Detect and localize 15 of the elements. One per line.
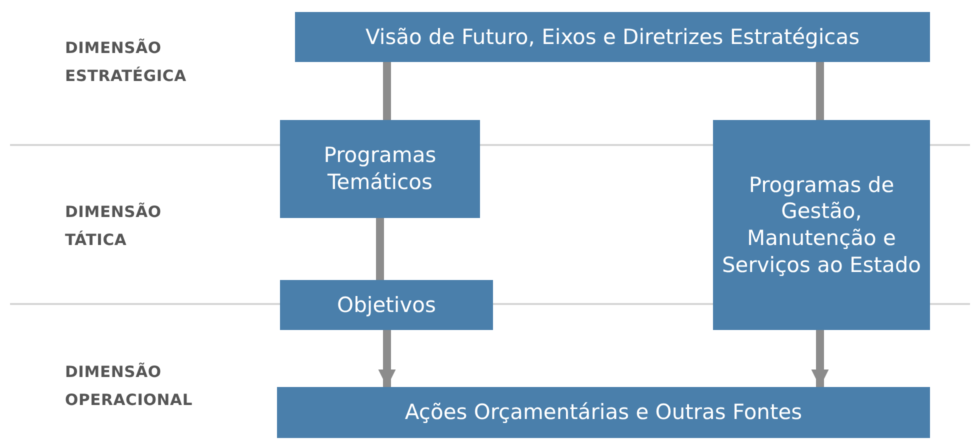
- process-box: [713, 120, 930, 330]
- box-text: Programas Temáticos: [322, 142, 438, 196]
- process-box: [280, 120, 480, 218]
- box-text: Objetivos: [337, 292, 436, 318]
- process-box: [295, 12, 930, 62]
- box-text: Visão de Futuro, Eixos e Diretrizes Estratégicas: [365, 24, 860, 50]
- arrow: [378, 330, 396, 387]
- process-box: [277, 387, 930, 438]
- dimension-label: DIMENSÃO TÁTICA: [65, 202, 162, 251]
- dimension-label: DIMENSÃO OPERACIONAL: [65, 362, 194, 411]
- box-text: Programas de Gestão, Manutenção e Serviços ao Estado: [721, 172, 922, 278]
- process-box: [280, 280, 493, 330]
- arrow: [811, 330, 829, 387]
- dimension-label: DIMENSÃO ESTRATÉGICA: [65, 38, 188, 87]
- box-text: Ações Orçamentárias e Outras Fontes: [404, 399, 802, 426]
